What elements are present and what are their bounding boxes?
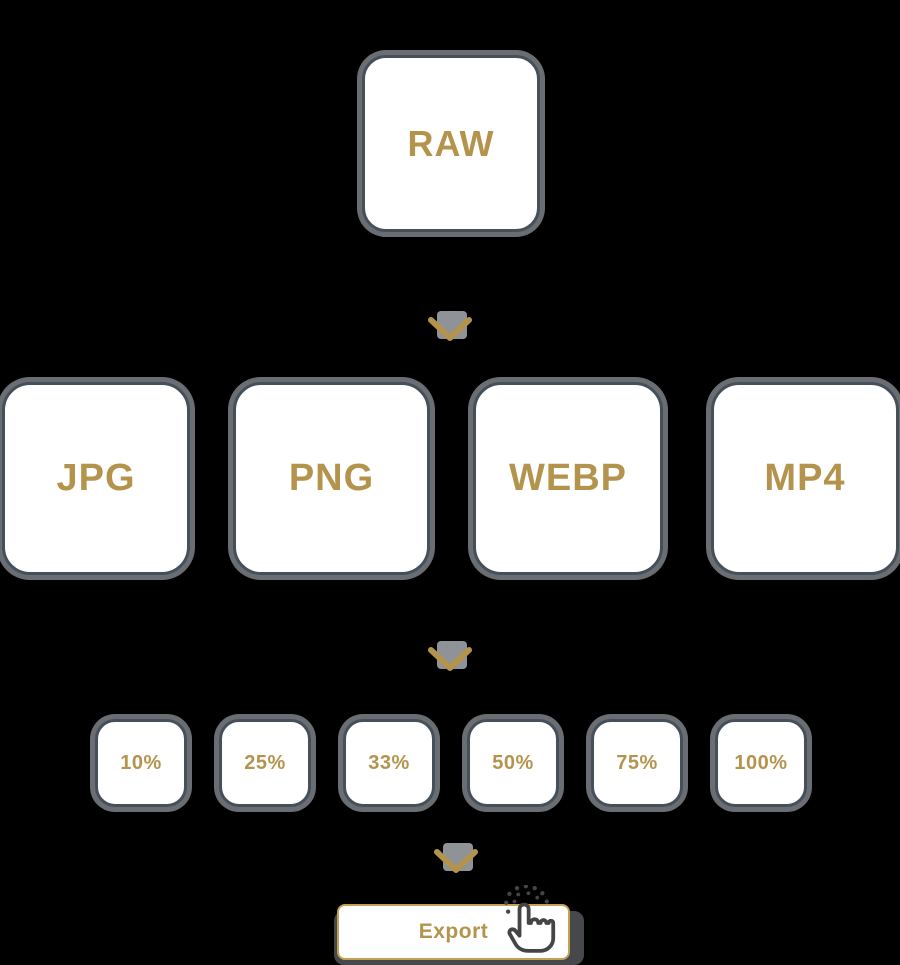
scale-100[interactable]: 100% xyxy=(715,719,807,807)
scale-50[interactable]: 50% xyxy=(467,719,559,807)
chevron-down-glyph xyxy=(428,647,472,671)
chevron-down-glyph xyxy=(434,849,478,873)
format-webp[interactable]: WEBP xyxy=(473,382,663,575)
scale-10-label: 10% xyxy=(120,751,162,774)
format-jpg[interactable]: JPG xyxy=(2,382,190,575)
scale-50-label: 50% xyxy=(492,751,534,774)
node-raw-label: RAW xyxy=(407,122,495,164)
format-png-label: PNG xyxy=(288,457,375,499)
export-button-label: Export xyxy=(418,920,489,943)
scale-33-label: 33% xyxy=(368,751,410,774)
scale-25-label: 25% xyxy=(244,751,286,774)
scale-10[interactable]: 10% xyxy=(95,719,187,807)
format-jpg-label: JPG xyxy=(56,457,136,499)
scale-75[interactable]: 75% xyxy=(591,719,683,807)
click-hand-icon xyxy=(504,885,556,953)
chevron-down-icon xyxy=(424,310,478,352)
scale-33[interactable]: 33% xyxy=(343,719,435,807)
format-mp4-label: MP4 xyxy=(764,457,846,499)
format-mp4[interactable]: MP4 xyxy=(711,382,899,575)
format-webp-label: WEBP xyxy=(509,457,627,499)
node-raw[interactable]: RAW xyxy=(362,55,540,232)
chevron-down-icon xyxy=(430,842,484,884)
chevron-down-glyph xyxy=(428,317,472,341)
scale-25[interactable]: 25% xyxy=(219,719,311,807)
scale-75-label: 75% xyxy=(616,751,658,774)
chevron-down-icon xyxy=(424,640,478,682)
scale-100-label: 100% xyxy=(734,751,788,774)
format-png[interactable]: PNG xyxy=(233,382,430,575)
